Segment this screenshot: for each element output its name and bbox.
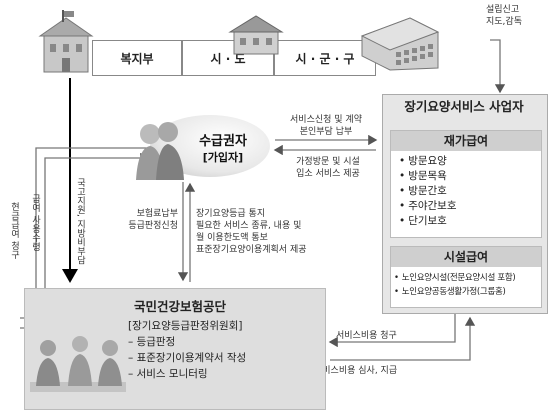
apply-label-line-1: 서비스신청 및 계약 [280, 114, 372, 126]
supervision-label: 설립신고 지도,감독 [486, 4, 522, 28]
apply-label-line-2: 본인부담 납부 [280, 126, 372, 138]
visit-label: 가정방문 및 시설 입소 서비스 제공 [282, 156, 374, 180]
facility-care-item: 노인요양공동생활가정(그룹홈) [394, 285, 541, 299]
home-care-item: 주야간보호 [399, 199, 541, 214]
ministry-building-icon [36, 10, 96, 74]
nhis-task: – 서비스 모니터링 [128, 366, 246, 382]
welfare-ministry-box: 복지부 [92, 40, 182, 76]
beneficiary-name: 수급권자 [178, 130, 268, 149]
home-care-item: 방문요양 [399, 154, 541, 169]
nhis-committee: [장기요양등급판정위원회] [128, 318, 246, 334]
home-care-title: 재가급여 [391, 131, 541, 151]
nhis-title: 국민건강보험공단 [60, 296, 300, 315]
meeting-people-icon [30, 320, 126, 406]
facility-care-list: 노인요양시설(전문요양시설 포함) 노인요양공동생활가정(그룹홈) [391, 267, 541, 299]
notice-label-line-1: 장기요양등급 통지 [196, 208, 307, 220]
visit-label-line-2: 입소 서비스 제공 [282, 168, 374, 180]
facility-care-title: 시설급여 [391, 247, 541, 267]
home-care-list: 방문요양 방문목욕 방문간호 주야간보호 단기보호 [391, 151, 541, 229]
facility-care-item: 노인요양시설(전문요양시설 포함) [394, 271, 541, 285]
district-label: 시 · 군 · 구 [296, 50, 355, 67]
nhis-task: – 등급판정 [128, 334, 246, 350]
home-care-item: 방문목욕 [399, 169, 541, 184]
beneficiary-subtitle: [가입자] [178, 149, 268, 165]
beneficiary-text: 수급권자 [가입자] [178, 130, 268, 165]
notice-label-line-2: 필요한 서비스 종류, 내용 및 [196, 220, 307, 232]
district-building-icon [358, 12, 442, 72]
notice-label-line-4: 표준장기요양이용계획서 제공 [196, 244, 307, 256]
nhis-body: [장기요양등급판정위원회] – 등급판정 – 표준장기이용계약서 작성 – 서비… [128, 318, 246, 382]
premium-label-line-1: 보험료납부 [112, 208, 178, 220]
claim-label: 서비스비용 청구 [336, 330, 397, 342]
pay-label: 급여 사용수령 [29, 194, 42, 251]
notice-label-line-3: 월 이용한도액 통보 [196, 232, 307, 244]
home-care-panel: 재가급여 방문요양 방문목욕 방문간호 주야간보호 단기보호 [390, 130, 542, 238]
supervision-arrow [490, 40, 500, 92]
premium-label: 보험료납부 등급판정신청 [112, 208, 178, 232]
report-label: 현금급여 청구 [8, 202, 21, 259]
home-care-item: 방문간호 [399, 184, 541, 199]
subsidy-label: 국고지원, 지방비부담 [74, 178, 87, 265]
review-label: 서비스비용 심사, 지급 [314, 365, 397, 377]
apply-label: 서비스신청 및 계약 본인부담 납부 [280, 114, 372, 138]
visit-label-line-1: 가정방문 및 시설 [282, 156, 374, 168]
provider-title: 장기요양서비스 사업자 [382, 96, 546, 115]
supervision-label-line-1: 설립신고 [486, 4, 522, 16]
facility-care-panel: 시설급여 노인요양시설(전문요양시설 포함) 노인요양공동생활가정(그룹홈) [390, 246, 542, 308]
supervision-label-line-2: 지도,감독 [486, 16, 522, 28]
welfare-ministry-label: 복지부 [120, 50, 153, 67]
nhis-task: – 표준장기이용계약서 작성 [128, 350, 246, 366]
province-building-icon [228, 10, 284, 56]
home-care-item: 단기보호 [399, 214, 541, 229]
notice-label: 장기요양등급 통지 필요한 서비스 종류, 내용 및 월 이용한도액 통보 표준… [196, 208, 307, 256]
premium-label-line-2: 등급판정신청 [112, 220, 178, 232]
